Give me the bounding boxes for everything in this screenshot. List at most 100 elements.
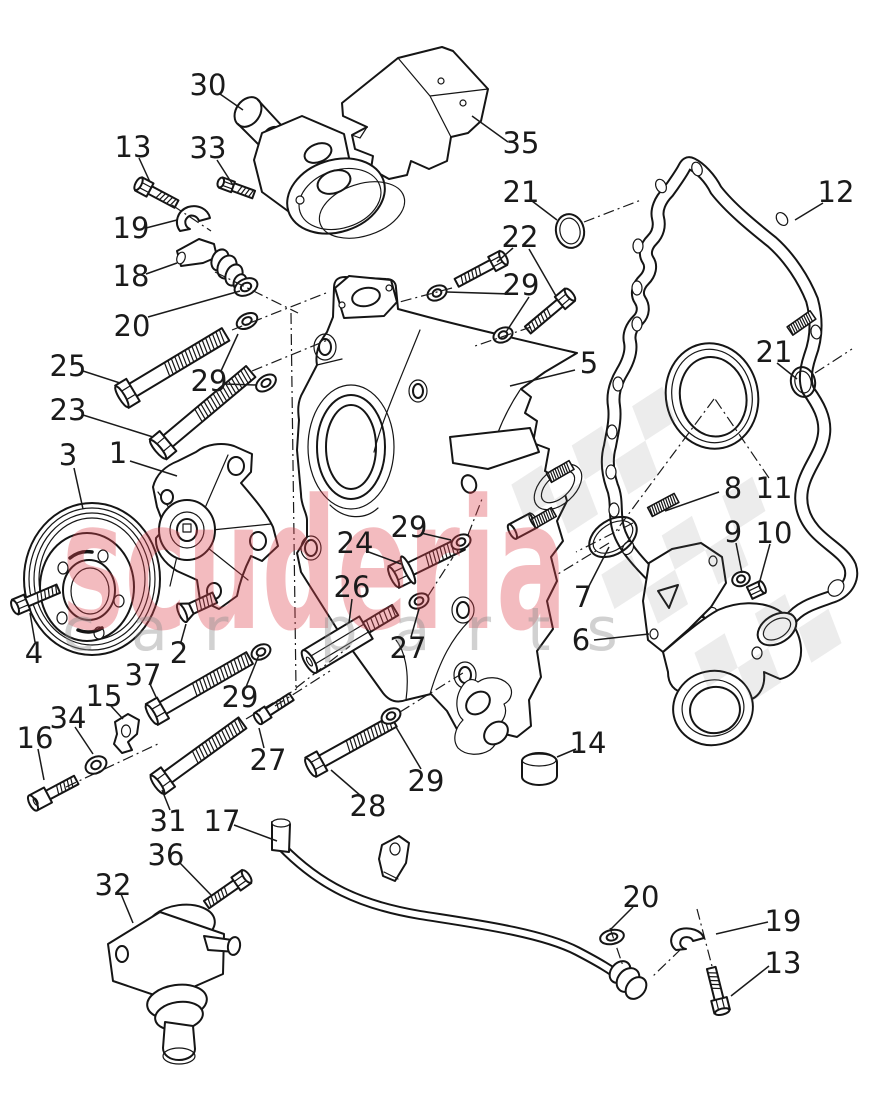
washer	[250, 643, 272, 661]
callout-label-19: 19	[765, 904, 802, 938]
callout-label-37: 37	[125, 658, 162, 692]
callout-label-32: 32	[95, 868, 132, 902]
part-core-plug	[521, 752, 558, 786]
fastener-stud	[529, 506, 558, 530]
axis-line	[251, 338, 331, 372]
gasket-bolt-holes	[605, 161, 845, 620]
callout-label-29: 29	[503, 268, 540, 302]
axis-line	[651, 948, 682, 978]
part-top-flange-gasket	[334, 275, 398, 319]
callout-label-19: 19	[113, 211, 150, 245]
callout-label-21: 21	[503, 175, 540, 209]
axis-line	[171, 204, 212, 232]
fastener-hexw	[387, 536, 466, 589]
part-retaining-clip-top	[175, 205, 211, 232]
callout-leader	[528, 248, 557, 297]
o-ring	[789, 366, 817, 398]
washer	[426, 284, 448, 302]
callout-label-10: 10	[756, 516, 793, 550]
callout-label-1: 1	[109, 436, 127, 470]
callout-leader	[735, 542, 743, 574]
watermark: scuderia car parts	[62, 386, 842, 702]
washer	[255, 373, 277, 393]
washer	[408, 592, 430, 610]
axis-line	[391, 287, 453, 305]
callout-leader	[147, 290, 241, 318]
part-clip-15	[113, 713, 140, 754]
o-ring	[588, 515, 638, 559]
callout-leader	[505, 296, 530, 333]
callout-leader	[758, 543, 771, 585]
callout-leader	[588, 546, 610, 587]
callout-label-29: 29	[191, 364, 228, 398]
callout-label-13: 13	[765, 946, 802, 980]
callout-leader	[664, 491, 720, 512]
callout-leader	[145, 219, 178, 229]
fastener-stud	[646, 492, 680, 518]
callout-label-27: 27	[250, 743, 287, 777]
fastener-hex	[705, 965, 731, 1017]
callout-leader	[37, 748, 45, 781]
callout-label-36: 36	[148, 838, 185, 872]
part-timing-cover-gasket	[600, 156, 859, 645]
fastener-hex	[453, 249, 509, 288]
callout-leader	[220, 333, 239, 372]
part-heat-shield	[341, 46, 489, 180]
callout-leader	[82, 370, 121, 384]
callout-label-25: 25	[50, 349, 87, 383]
callout-leader	[145, 262, 178, 275]
fastener-socket	[26, 774, 80, 812]
callout-label-3: 3	[59, 438, 77, 472]
fastener-hex	[144, 651, 254, 726]
checker-band	[694, 594, 842, 702]
washer	[380, 707, 402, 725]
callout-leader	[129, 460, 178, 477]
axis-line	[615, 398, 715, 532]
callout-leader	[410, 608, 420, 638]
axis-line	[427, 556, 454, 597]
fastener-hex	[133, 176, 180, 209]
callout-leader	[223, 383, 258, 386]
washer	[84, 755, 108, 775]
callout-leader	[216, 159, 234, 186]
part-elbow-fitting	[176, 238, 248, 291]
callout-label-21: 21	[756, 335, 793, 369]
watermark-sub-text: car parts	[62, 595, 654, 665]
axis-line	[583, 199, 642, 223]
callout-label-33: 33	[190, 131, 227, 165]
fastener-hex	[10, 583, 62, 616]
callout-leader	[161, 789, 171, 811]
checker-band	[601, 476, 766, 624]
callout-label-2: 2	[170, 636, 188, 670]
part-coolant-pipe	[271, 818, 648, 1000]
callout-label-29: 29	[408, 764, 445, 798]
fastener-hex	[523, 287, 577, 335]
callout-label-20: 20	[623, 880, 660, 914]
callout-label-35: 35	[503, 126, 540, 160]
part-crank-pulley	[23, 502, 161, 656]
callout-label-6: 6	[572, 623, 590, 657]
callout-leader	[420, 532, 452, 541]
callout-leader	[149, 683, 157, 698]
fastener-csk	[175, 591, 219, 624]
callout-leader	[471, 115, 509, 143]
callout-leader	[29, 612, 36, 643]
callout-label-26: 26	[334, 570, 371, 604]
callout-leader	[531, 200, 558, 221]
callout-leader	[219, 93, 244, 111]
part-standoff	[300, 603, 400, 674]
axis-line	[471, 326, 532, 348]
callout-leader	[446, 291, 512, 295]
callout-leader	[348, 598, 353, 624]
callout-leader	[178, 861, 213, 897]
callout-leader	[714, 398, 770, 479]
callout-label-14: 14	[570, 726, 607, 760]
callout-leader	[776, 362, 798, 380]
part-water-pump	[152, 443, 279, 610]
fastener-hex	[114, 327, 231, 409]
pipe-bracket	[378, 835, 410, 882]
axis-line	[696, 908, 714, 971]
